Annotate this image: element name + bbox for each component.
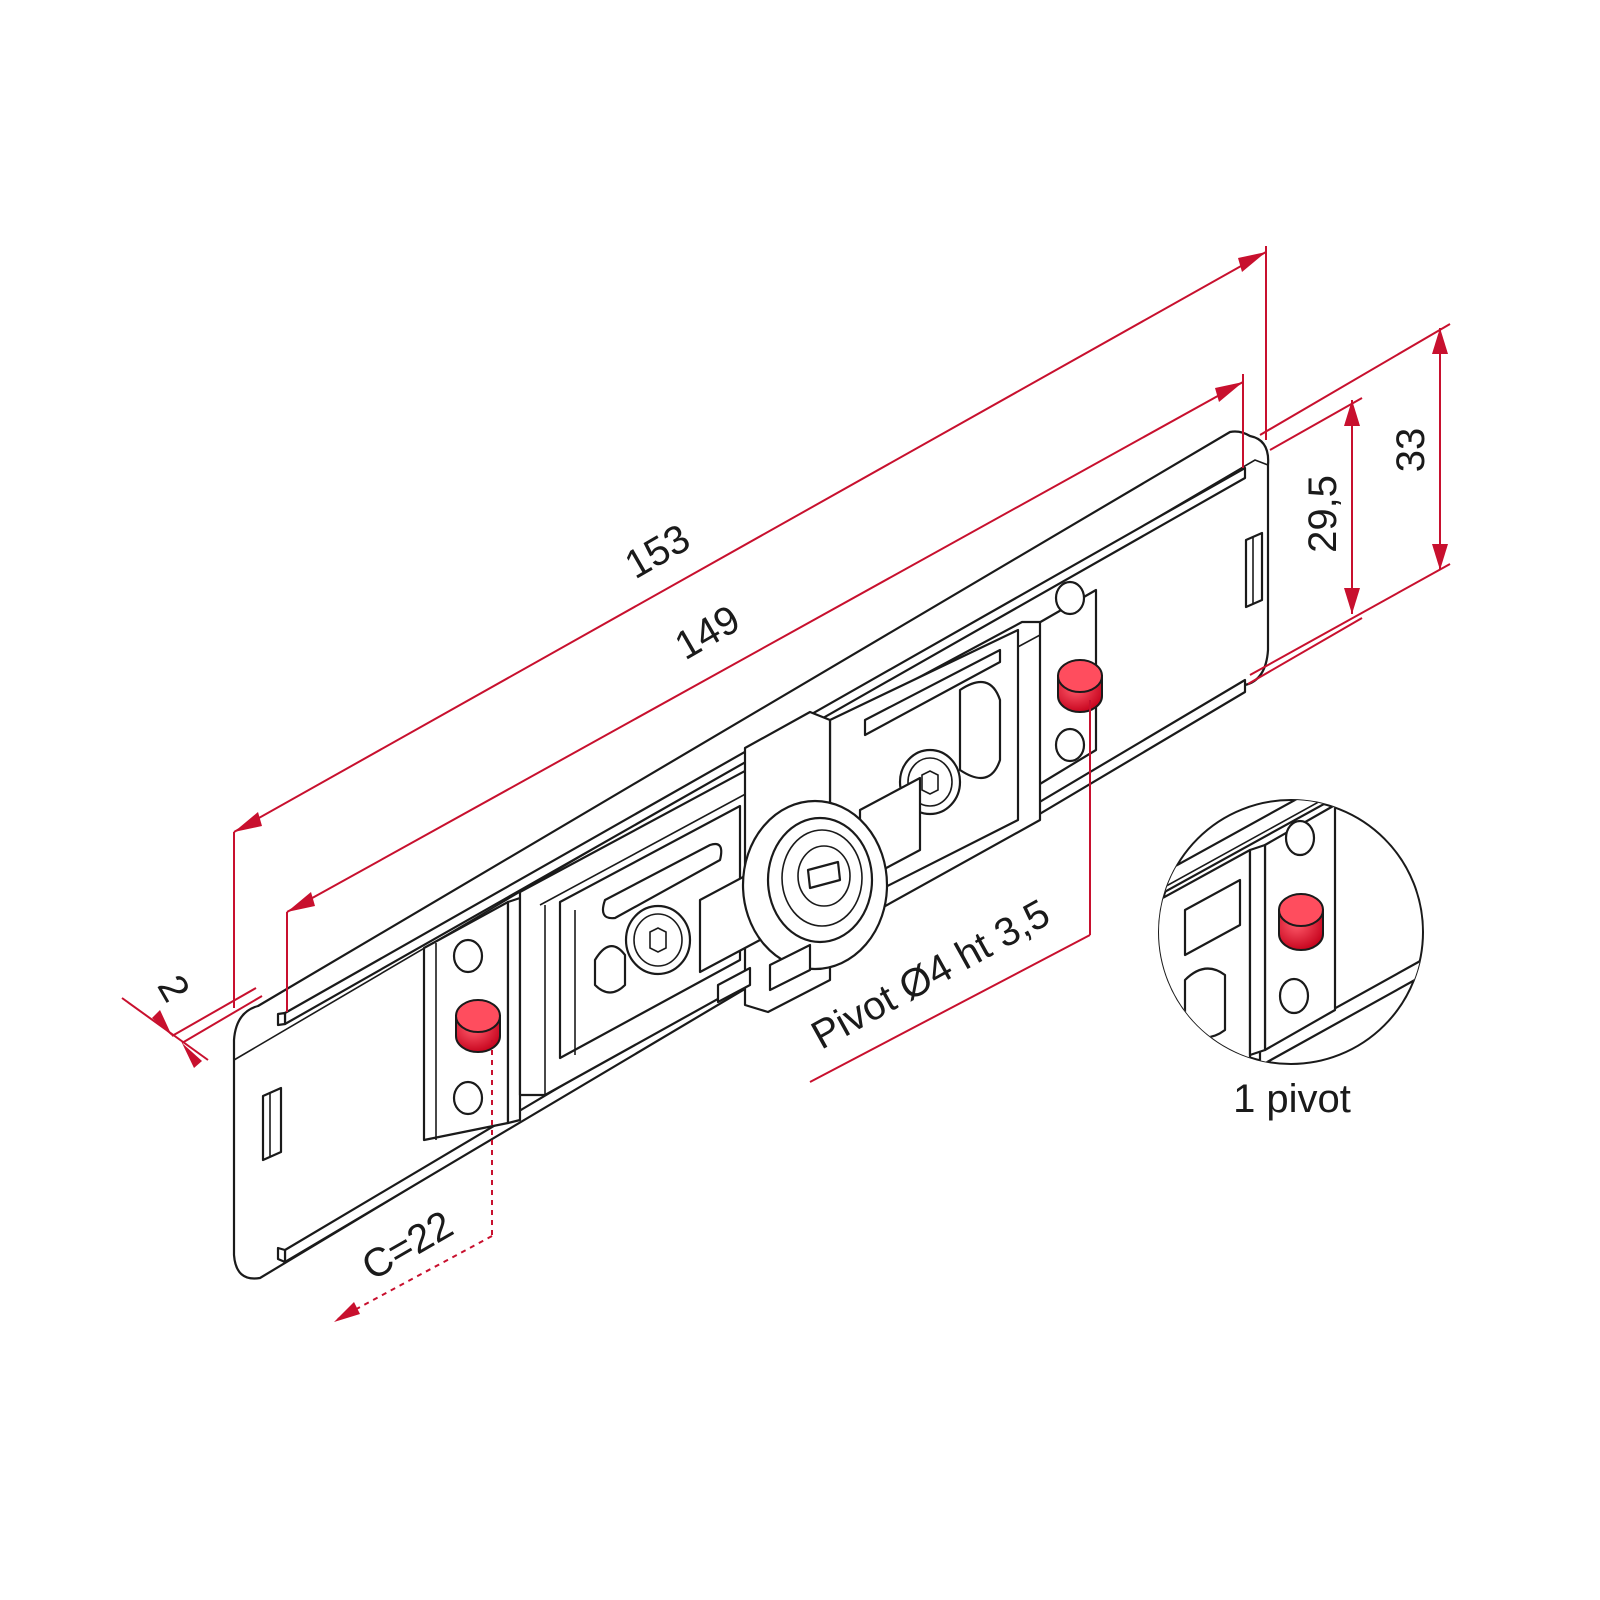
slot-right bbox=[1244, 531, 1264, 609]
dim-149-label: 149 bbox=[668, 597, 748, 668]
pivot-left bbox=[455, 999, 501, 1053]
hole bbox=[452, 1080, 484, 1116]
dimension-lines bbox=[121, 246, 1451, 1322]
hole bbox=[1054, 580, 1086, 616]
pivot-right bbox=[1057, 659, 1103, 713]
dim-29-5-label: 29,5 bbox=[1301, 475, 1345, 553]
hole bbox=[1054, 727, 1086, 763]
slot-left bbox=[261, 1086, 283, 1162]
dim-33-label: 33 bbox=[1389, 428, 1433, 473]
keyhole-icon bbox=[806, 860, 842, 890]
hole bbox=[452, 938, 484, 974]
center-distance-label: C=22 bbox=[355, 1203, 461, 1289]
dim-153-label: 153 bbox=[618, 516, 698, 587]
detail-view bbox=[1158, 799, 1424, 1065]
detail-label: 1 pivot bbox=[1233, 1077, 1351, 1121]
dim-2-label: 2 bbox=[149, 968, 198, 1009]
screw-icon bbox=[624, 904, 692, 976]
lock-mechanism bbox=[518, 620, 1042, 1097]
